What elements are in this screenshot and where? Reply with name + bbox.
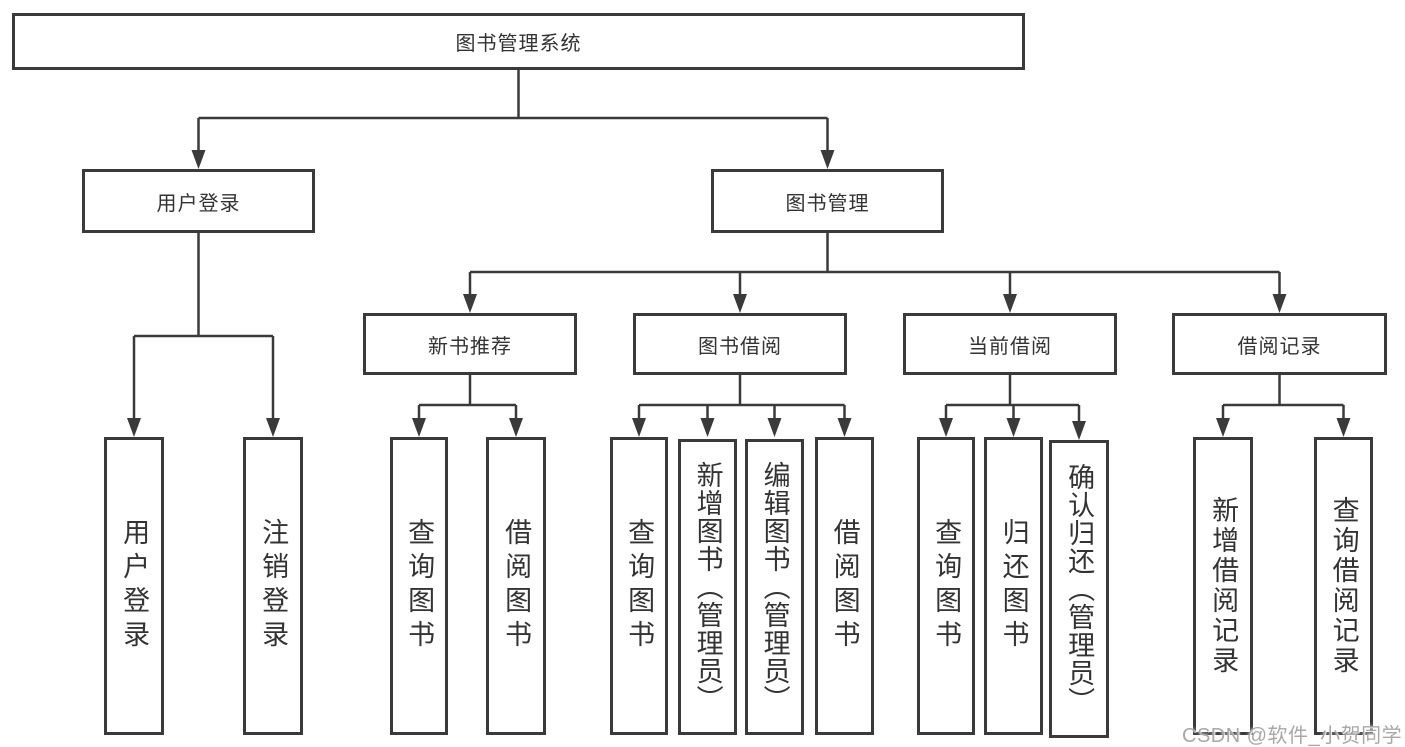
- node-label: 查询图书: [624, 518, 655, 654]
- arrow-down-icon: [1216, 418, 1230, 437]
- node-leaf-query-books-recommend: 查询图书: [390, 437, 448, 735]
- node-leaf-add-book-admin: 新增图书（管理员）: [678, 439, 737, 735]
- connector-book-management-branch: [468, 233, 1281, 299]
- arrow-down-icon: [1072, 421, 1086, 440]
- node-leaf-query-books-borrowing: 查询图书: [610, 437, 668, 735]
- arrow-down-icon: [632, 418, 646, 437]
- node-label: 借阅图书: [501, 518, 532, 654]
- node-label: 图书借阅: [698, 335, 782, 358]
- arrow-down-icon: [939, 418, 953, 437]
- connector-new-book-recommend-branch: [417, 375, 518, 423]
- connector-borrow-records-branch: [1221, 375, 1345, 423]
- node-leaf-confirm-return-admin: 确认归还（管理员）: [1049, 440, 1109, 738]
- node-label: 用户登录: [156, 192, 241, 215]
- node-label: 图书管理: [785, 192, 870, 215]
- node-user-login: 用户登录: [82, 169, 315, 233]
- node-label: 新增借阅记录: [1208, 496, 1239, 676]
- arrow-down-icon: [700, 418, 715, 437]
- arrow-down-icon: [266, 418, 280, 437]
- node-library-management-system: 图书管理系统: [12, 13, 1025, 70]
- node-leaf-borrow-books: 借阅图书: [815, 437, 874, 735]
- node-label: 图书管理系统: [455, 33, 582, 55]
- node-leaf-borrow-books-recommend: 借阅图书: [486, 437, 546, 735]
- arrow-down-icon: [463, 294, 477, 313]
- connector-root-to-level2: [197, 70, 829, 155]
- connector-book-borrowing-branch: [637, 375, 846, 423]
- node-label: 用户登录: [119, 518, 150, 654]
- node-label: 查询图书: [404, 518, 435, 654]
- arrow-down-icon: [767, 418, 782, 437]
- node-label: 编辑图书（管理员）: [759, 461, 790, 713]
- node-label: 借阅记录: [1237, 335, 1322, 358]
- arrow-down-icon: [1272, 294, 1287, 313]
- arrow-down-icon: [1006, 418, 1021, 437]
- node-leaf-logout: 注销登录: [243, 437, 303, 735]
- node-label: 注销登录: [258, 518, 289, 654]
- node-label: 新书推荐: [428, 335, 512, 358]
- arrow-down-icon: [837, 418, 852, 437]
- node-borrow-records: 借阅记录: [1172, 313, 1387, 375]
- node-leaf-query-borrow-record: 查询借阅记录: [1314, 437, 1373, 735]
- node-label: 查询借阅记录: [1328, 496, 1359, 676]
- connector-user-login-branch: [132, 233, 275, 423]
- arrow-down-icon: [412, 418, 426, 437]
- node-label: 查询图书: [931, 518, 962, 654]
- arrow-down-icon: [1003, 294, 1017, 313]
- arrow-down-icon: [509, 418, 523, 437]
- arrow-down-icon: [1336, 418, 1351, 437]
- node-book-management: 图书管理: [711, 169, 944, 233]
- node-current-borrowing: 当前借阅: [903, 313, 1117, 375]
- node-new-book-recommend: 新书推荐: [363, 313, 577, 375]
- node-label: 新增图书（管理员）: [692, 461, 723, 713]
- arrow-down-icon: [191, 150, 206, 169]
- node-label: 借阅图书: [829, 518, 860, 654]
- node-label: 确认归还（管理员）: [1064, 463, 1095, 715]
- node-label: 归还图书: [998, 518, 1029, 654]
- arrow-down-icon: [820, 150, 835, 169]
- arrow-down-icon: [733, 294, 747, 313]
- node-leaf-add-borrow-record: 新增借阅记录: [1193, 437, 1253, 735]
- node-leaf-query-books-current: 查询图书: [917, 437, 975, 735]
- node-book-borrowing: 图书借阅: [633, 313, 847, 375]
- node-leaf-edit-book-admin: 编辑图书（管理员）: [745, 439, 804, 735]
- arrowheads: [127, 150, 1351, 440]
- connector-current-borrowing-branch: [944, 375, 1081, 426]
- csdn-watermark: CSDN @软件_小贺同学: [1182, 725, 1403, 747]
- node-label: 当前借阅: [968, 335, 1052, 358]
- arrow-down-icon: [127, 418, 141, 437]
- node-leaf-return-book: 归还图书: [984, 437, 1043, 735]
- node-leaf-user-login: 用户登录: [104, 437, 164, 735]
